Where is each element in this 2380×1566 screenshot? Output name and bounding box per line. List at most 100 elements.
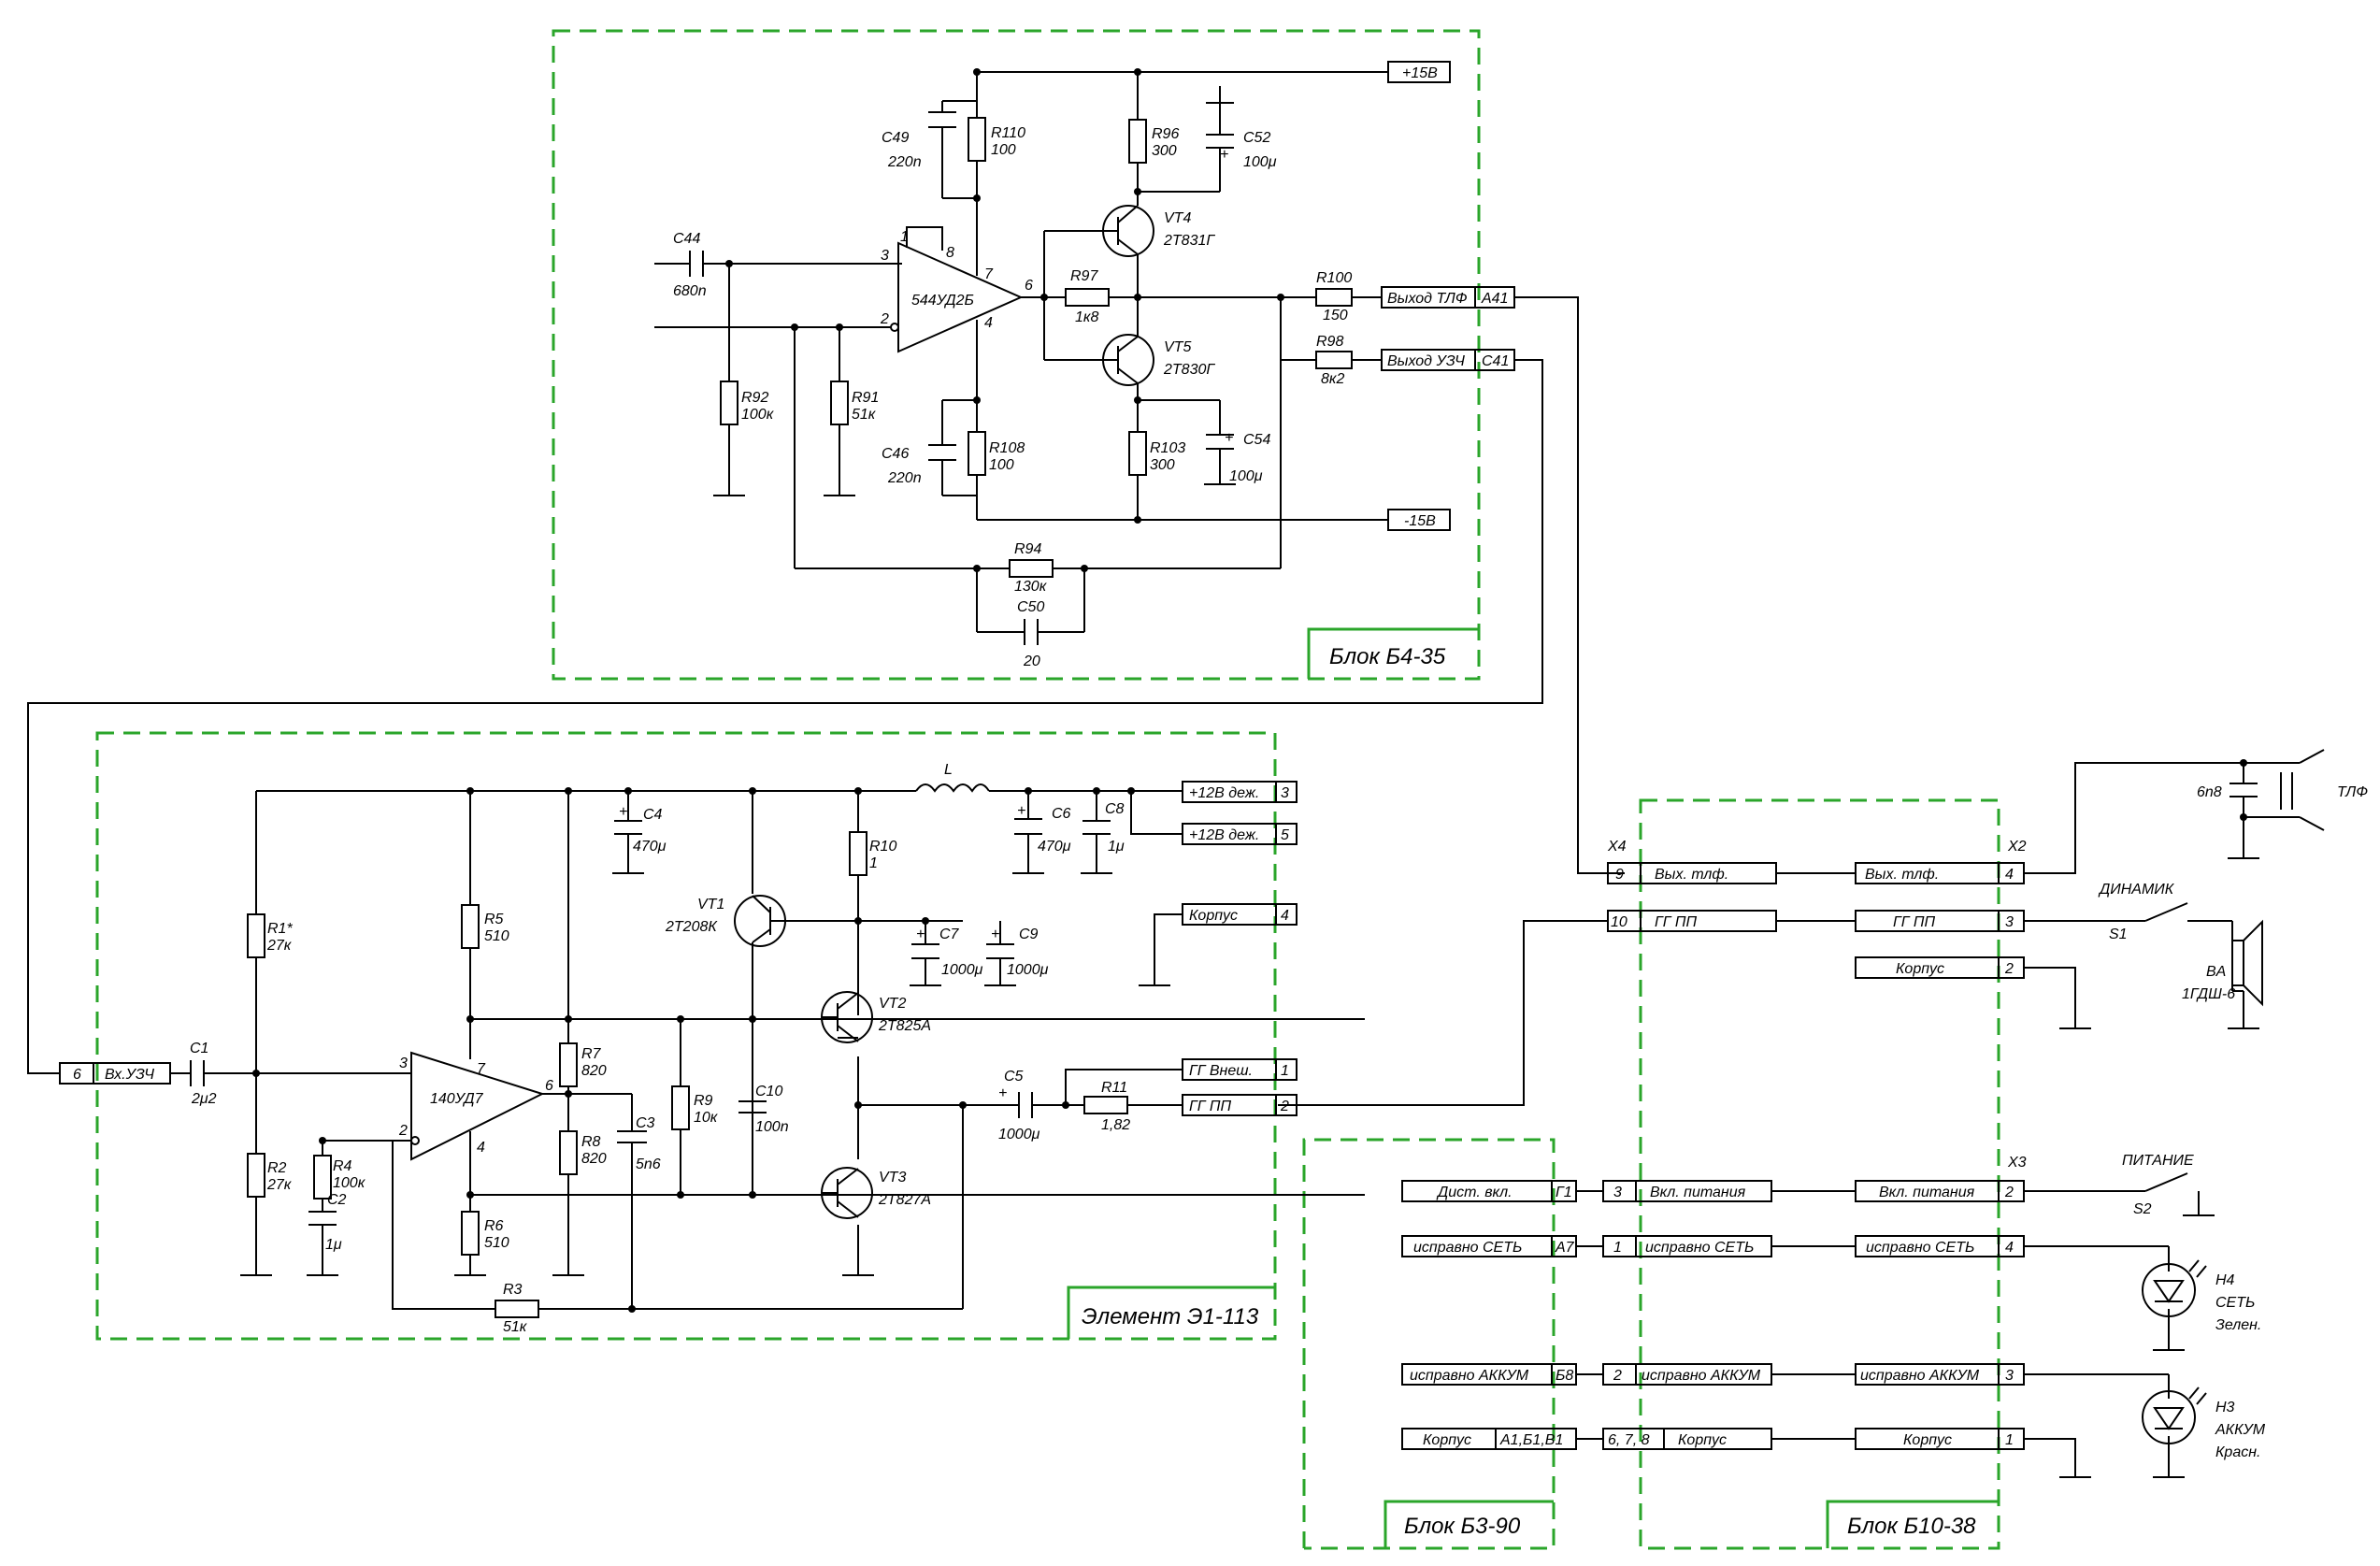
svg-text:4: 4 [2005,1240,2014,1256]
opamp-140: 140УД7 3 2 7 4 6 [398,1051,553,1161]
svg-text:6n8: 6n8 [2197,784,2222,800]
svg-text:+12В деж.: +12В деж. [1189,827,1259,843]
svg-text:R3: R3 [503,1282,523,1298]
svg-text:R94: R94 [1014,541,1041,557]
led-h4: H4 СЕТЬ Зелен. [2024,1245,2261,1351]
svg-text:4: 4 [984,315,993,331]
svg-text:51к: 51к [503,1319,528,1335]
svg-text:R11: R11 [1101,1080,1127,1096]
svg-text:C7: C7 [939,927,960,942]
svg-text:4: 4 [1281,908,1289,924]
svg-text:R2: R2 [267,1160,287,1176]
b10-38-label: Блок Б10-38 [1826,1500,1999,1548]
svg-text:ПИТАНИЕ: ПИТАНИЕ [2122,1153,2194,1169]
svg-text:ГГ ПП: ГГ ПП [1893,914,1935,930]
svg-text:АККУМ: АККУМ [2215,1422,2266,1438]
svg-text:Корпус: Корпус [1423,1432,1471,1448]
svg-text:4: 4 [2005,867,2014,883]
svg-text:C49: C49 [882,130,909,146]
svg-text:исправно СЕТЬ: исправно СЕТЬ [1413,1240,1522,1256]
svg-text:R97: R97 [1070,268,1098,284]
e1-capacitors [190,818,1111,1226]
svg-text:5n6: 5n6 [636,1157,661,1172]
svg-text:исправно СЕТЬ: исправно СЕТЬ [1645,1240,1754,1256]
svg-text:510: 510 [484,928,509,944]
svg-text:10к: 10к [694,1110,719,1126]
svg-text:ГГ ПП: ГГ ПП [1189,1099,1231,1114]
svg-text:-15В: -15В [1404,513,1436,529]
svg-text:+: + [998,1085,1007,1101]
svg-text:Г1: Г1 [1556,1185,1572,1200]
svg-text:Выход УЗЧ: Выход УЗЧ [1387,353,1465,369]
svg-text:6: 6 [545,1078,553,1094]
e1-wiring [170,790,1365,1310]
svg-text:3: 3 [2005,1368,2014,1384]
svg-text:Вкл. питания: Вкл. питания [1879,1185,1975,1200]
svg-text:СЕТЬ: СЕТЬ [2215,1295,2255,1311]
x4-x2-wires [1776,872,1856,922]
svg-text:+12В деж.: +12В деж. [1189,785,1259,801]
svg-text:2: 2 [398,1123,408,1139]
svg-text:А41: А41 [1481,291,1508,307]
svg-text:+: + [619,804,627,820]
opamp-544: 544УД2Б 3 2 7 4 6 1 8 [880,229,1033,353]
svg-text:C2: C2 [327,1192,347,1208]
svg-text:6: 6 [1025,278,1033,294]
speaker-ba: BA 1ГДШ-6 [2182,919,2263,1007]
svg-text:300: 300 [1150,457,1175,473]
svg-text:220n: 220n [887,154,922,170]
svg-text:Х3: Х3 [2007,1155,2027,1171]
svg-text:R6: R6 [484,1218,504,1234]
svg-text:Корпус: Корпус [1678,1432,1727,1448]
svg-text:8: 8 [946,245,954,261]
svg-text:470μ: 470μ [633,839,667,855]
svg-text:2: 2 [2004,961,2014,977]
svg-text:2: 2 [880,311,889,327]
svg-text:R98: R98 [1316,334,1343,350]
speaker-switch: ДИНАМИК S1 [2024,882,2259,1029]
svg-text:1000μ: 1000μ [1007,962,1049,978]
svg-text:1: 1 [869,855,878,871]
svg-text:VT2: VT2 [879,996,906,1012]
svg-text:820: 820 [581,1151,607,1167]
svg-text:H3: H3 [2215,1400,2235,1415]
b4-resistors [720,117,1353,578]
svg-text:2: 2 [1280,1099,1289,1114]
svg-text:R108: R108 [989,440,1025,456]
led-h3: H3 АККУМ Красн. [2024,1373,2266,1478]
svg-text:100: 100 [989,457,1014,473]
svg-text:Элемент Э1-113: Элемент Э1-113 [1082,1304,1259,1329]
svg-text:H4: H4 [2215,1272,2235,1288]
svg-text:20: 20 [1023,654,1040,669]
svg-text:4: 4 [477,1140,485,1156]
svg-text:ТЛФ: ТЛФ [2337,784,2368,800]
svg-text:А7: А7 [1555,1240,1575,1256]
svg-text:R10: R10 [869,839,896,855]
svg-text:C9: C9 [1019,927,1039,942]
svg-text:C4: C4 [643,807,663,823]
b3-90-label: Блок Б3-90 [1384,1500,1554,1548]
svg-text:C46: C46 [882,446,909,462]
svg-text:2: 2 [1613,1368,1622,1384]
svg-text:C1: C1 [190,1041,208,1056]
svg-text:Корпус: Корпус [1903,1432,1952,1448]
svg-text:2Т831Г: 2Т831Г [1163,233,1215,249]
e1-junctions [252,787,1135,1313]
svg-text:C10: C10 [755,1084,782,1099]
svg-text:R92: R92 [741,390,768,406]
svg-text:R100: R100 [1316,270,1352,286]
svg-text:100μ: 100μ [1243,154,1277,170]
svg-text:C54: C54 [1243,432,1270,448]
svg-text:R7: R7 [581,1046,602,1062]
svg-text:3: 3 [1281,785,1289,801]
svg-text:2Т827А: 2Т827А [878,1192,931,1208]
svg-text:R96: R96 [1152,126,1179,142]
svg-text:140УД7: 140УД7 [430,1091,484,1107]
